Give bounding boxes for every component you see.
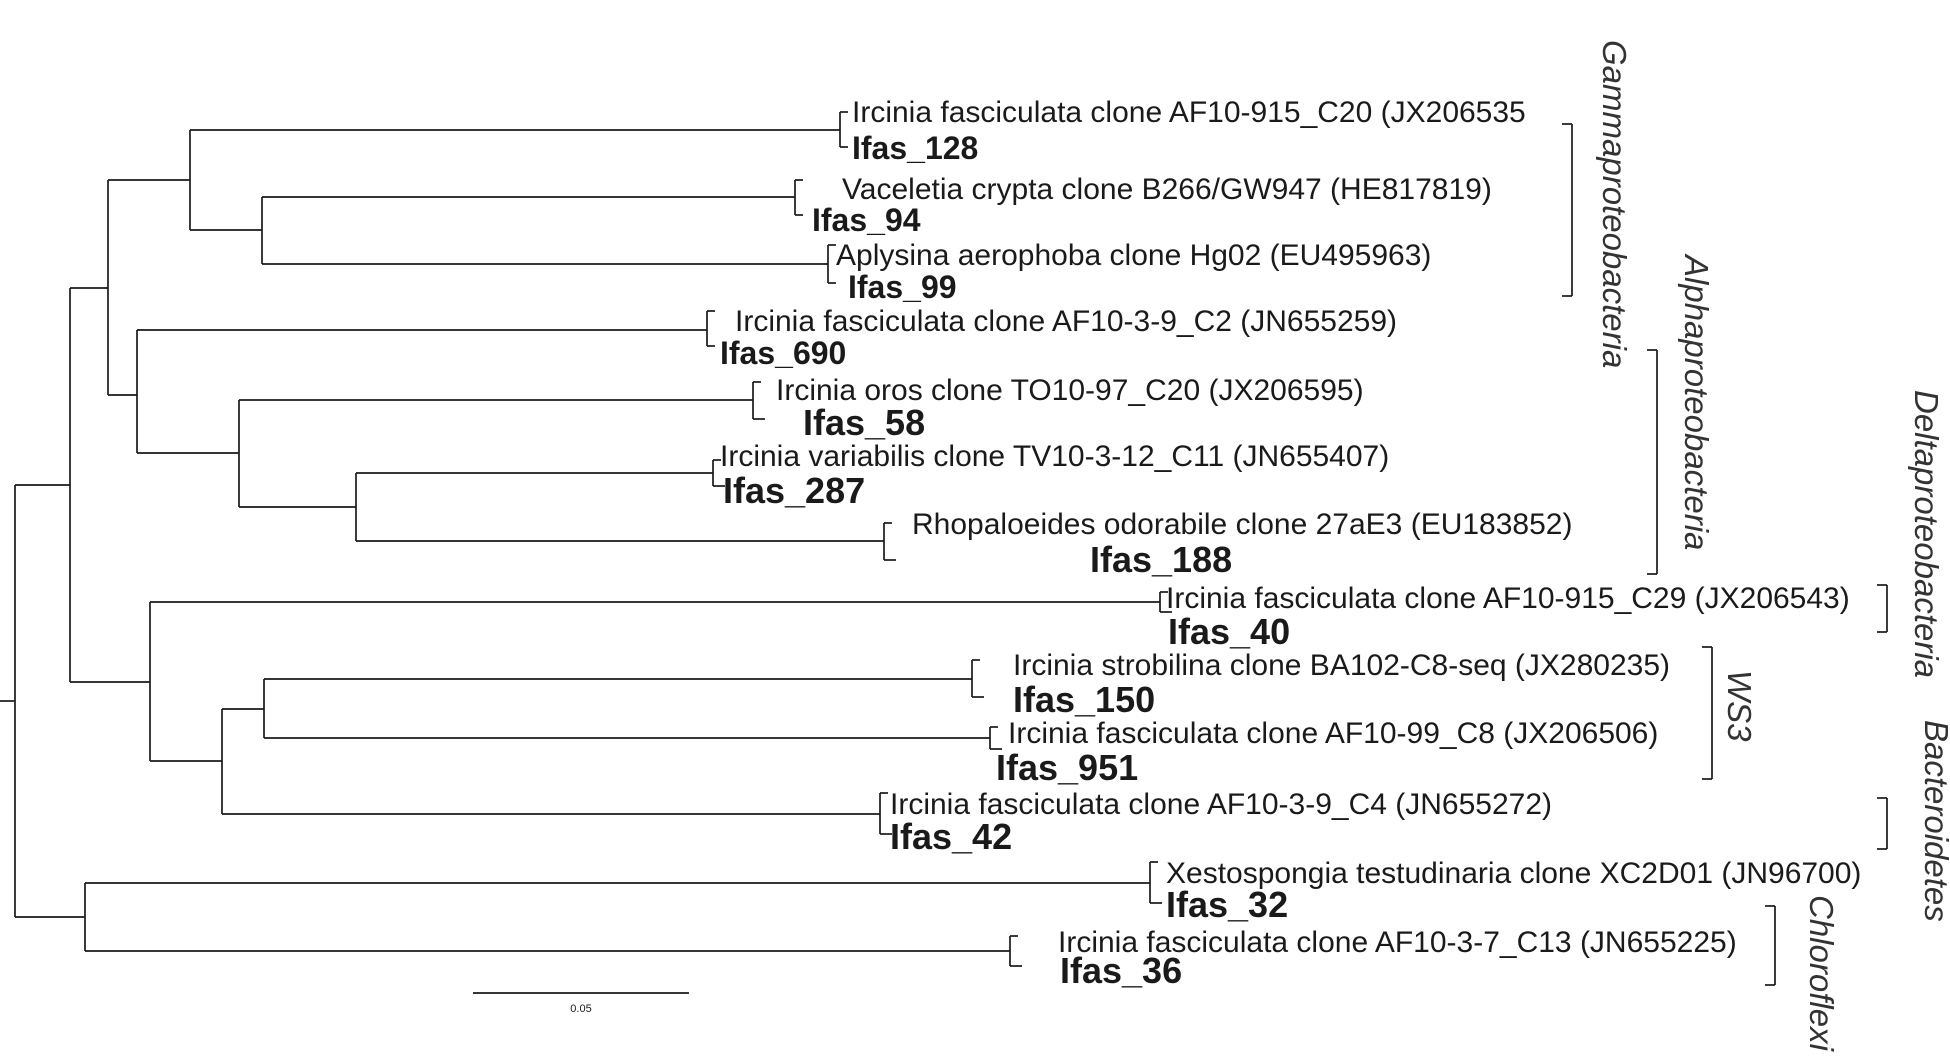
leaf-label-ifas-58: Ifas_58 — [803, 402, 925, 443]
leaf-label-ifas-188: Ifas_188 — [1090, 539, 1232, 580]
leaf-label-ifas-951: Ifas_951 — [996, 747, 1138, 788]
leaf-label-ifas-94: Ifas_94 — [812, 202, 921, 238]
leaf-label-ref-ba102: Ircinia strobilina clone BA102-C8-seq (J… — [1013, 649, 1670, 682]
scale-bar-label: 0.05 — [570, 1003, 591, 1015]
clade-label-bacteroidetes: Bacteroidetes — [1918, 720, 1950, 922]
clade-label-gammaproteobacteria: Gammaproteobacteria — [1596, 40, 1633, 368]
leaf-label-ifas-40: Ifas_40 — [1168, 611, 1290, 652]
clade-label-chloroflexi: Chloroflexi — [1803, 895, 1840, 1053]
clade-label-deltaproteobacteria: Deltaproteobacteria — [1908, 390, 1945, 678]
leaf-label-ifas-128: Ifas_128 — [852, 130, 978, 166]
leaf-label-ifas-690: Ifas_690 — [720, 335, 846, 371]
leaf-label-ref-af10-3-9-c2: Ircinia fasciculata clone AF10-3-9_C2 (J… — [735, 305, 1397, 338]
leaf-label-ifas-36: Ifas_36 — [1060, 950, 1182, 991]
tree-branches — [0, 111, 1172, 967]
leaf-label-ifas-150: Ifas_150 — [1013, 679, 1155, 720]
leaf-label-ref-af10-3-7-c13: Ircinia fasciculata clone AF10-3-7_C13 (… — [1058, 926, 1737, 959]
leaf-label-ifas-32: Ifas_32 — [1166, 884, 1288, 925]
leaf-labels: Ircinia fasciculata clone AF10-915_C20 (… — [720, 96, 1861, 991]
leaf-label-ref-af10-915-c20: Ircinia fasciculata clone AF10-915_C20 (… — [852, 96, 1526, 129]
leaf-label-ref-xc2d01: Xestospongia testudinaria clone XC2D01 (… — [1166, 857, 1861, 890]
leaf-label-ref-af10-915-c29: Ircinia fasciculata clone AF10-915_C29 (… — [1166, 582, 1850, 615]
leaf-label-ifas-99: Ifas_99 — [848, 269, 957, 305]
leaf-label-ref-af10-99-c8: Ircinia fasciculata clone AF10-99_C8 (JX… — [1008, 717, 1658, 750]
leaf-label-ref-tv10: Ircinia variabilis clone TV10-3-12_C11 (… — [720, 440, 1389, 473]
leaf-label-ref-af10-3-9-c4: Ircinia fasciculata clone AF10-3-9_C4 (J… — [890, 788, 1552, 821]
leaf-label-ref-27ae3: Rhopaloeides odorabile clone 27aE3 (EU18… — [912, 508, 1572, 541]
scale-bar: 0.05 — [473, 992, 689, 1015]
leaf-label-ifas-287: Ifas_287 — [723, 470, 865, 511]
leaf-label-ref-b266: Vaceletia crypta clone B266/GW947 (HE817… — [842, 173, 1492, 206]
leaf-label-ifas-42: Ifas_42 — [890, 816, 1012, 857]
clade-label-ws3: WS3 — [1721, 670, 1758, 742]
leaf-label-ref-hg02: Aplysina aerophoba clone Hg02 (EU495963) — [836, 239, 1431, 272]
clade-label-alphaproteobacteria: Alphaproteobacteria — [1678, 253, 1715, 550]
leaf-label-ref-to10: Ircinia oros clone TO10-97_C20 (JX206595… — [776, 374, 1364, 407]
